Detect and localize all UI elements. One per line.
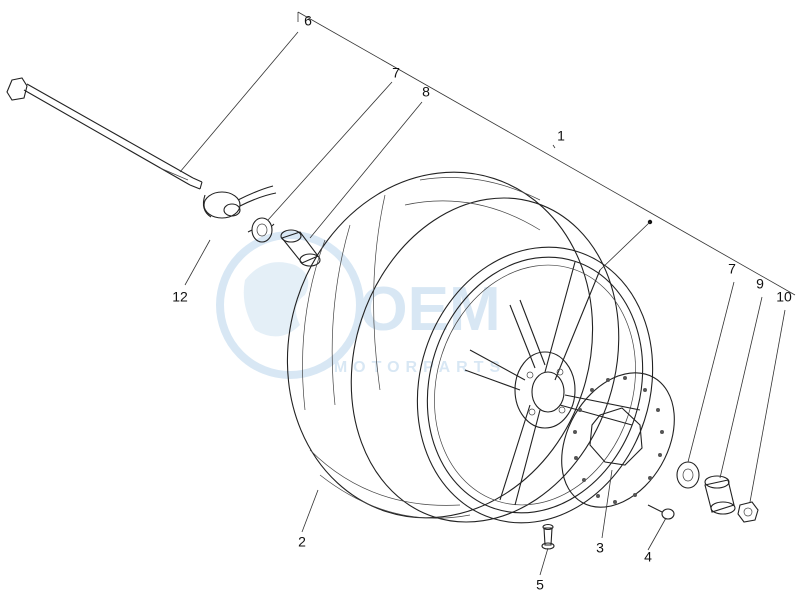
disc-holes: [573, 376, 664, 504]
callout-2: 2: [298, 534, 306, 550]
spacer-bush: [704, 475, 736, 515]
callout-5: 5: [536, 577, 544, 593]
disc-screw: [647, 504, 675, 520]
callout-7-left: 7: [392, 65, 400, 81]
tyre-valve: [541, 523, 555, 550]
spacer: [280, 229, 321, 267]
bracket-1: [297, 11, 796, 296]
watermark-continents: [243, 262, 309, 337]
callout-4: 4: [644, 549, 652, 565]
watermark-subtitle: MOTORPARTS: [334, 359, 506, 376]
callout-7-right: 7: [728, 261, 736, 277]
watermark: OEM MOTORPARTS: [216, 231, 506, 379]
tyre: [286, 171, 620, 523]
callout-10: 10: [776, 289, 792, 305]
callout-6: 6: [304, 13, 312, 29]
bearing-right: [676, 461, 700, 489]
rim: [416, 219, 654, 524]
callout-3: 3: [596, 540, 604, 556]
callout-1: 1: [557, 128, 565, 144]
callout-12: 12: [172, 289, 188, 305]
axle: [6, 77, 203, 190]
callout-9: 9: [756, 276, 764, 292]
axle-nut: [737, 501, 759, 523]
brake-disc: [561, 372, 675, 508]
speedometer-drive: [202, 185, 277, 219]
leader-lines: [179, 31, 786, 576]
callout-8: 8: [422, 84, 430, 100]
callouts: 1 2 3 4 5 6 7 7 8 9 10 12: [172, 13, 792, 593]
bearing-left: [247, 217, 275, 243]
